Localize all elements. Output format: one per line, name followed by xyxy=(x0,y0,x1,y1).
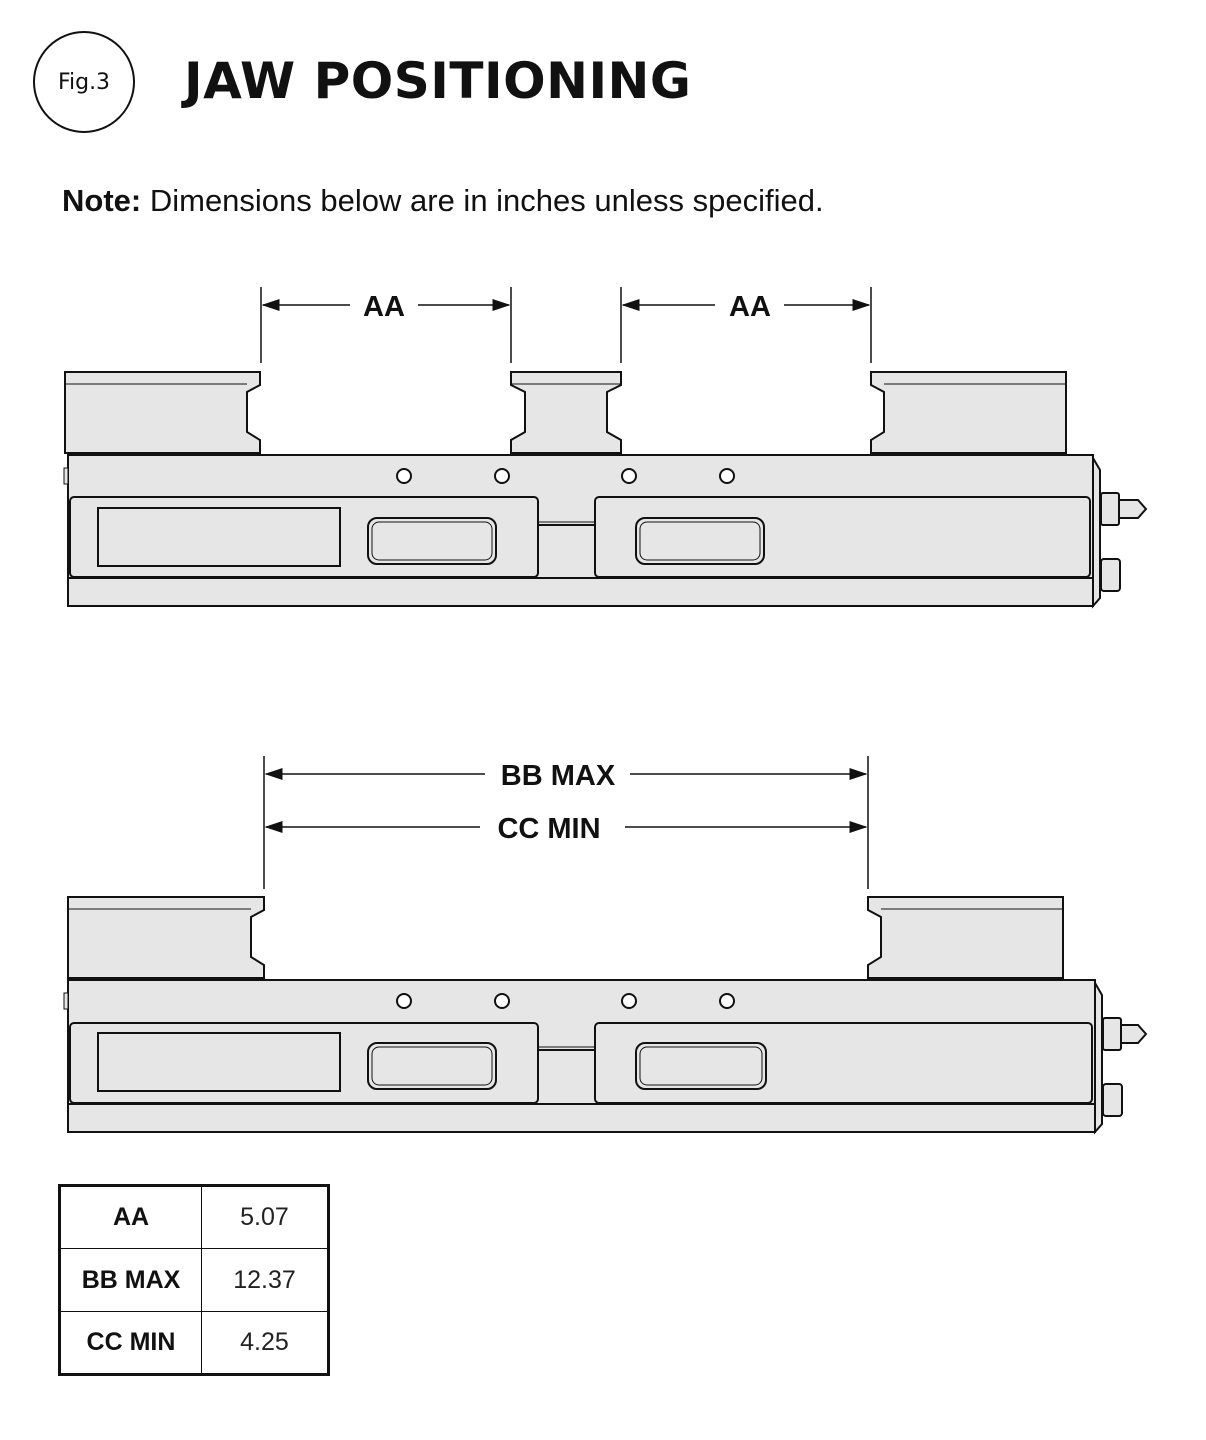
vise-hole xyxy=(719,468,735,484)
vise-end-cap xyxy=(1094,979,1103,1135)
vise-bottom-view xyxy=(63,896,1148,1135)
vise-hole xyxy=(396,993,412,1009)
dimension-name: CC MIN xyxy=(59,1311,202,1375)
dimension-aa-left xyxy=(260,287,512,363)
jaw-left xyxy=(67,896,265,979)
vise-hole xyxy=(621,993,637,1009)
vise-end-cap xyxy=(1092,454,1101,609)
vise-knob xyxy=(1100,558,1121,592)
vise-label-plate xyxy=(97,1032,341,1092)
note-text: Dimensions below are in inches unless sp… xyxy=(149,183,824,218)
dimension-aa-right xyxy=(620,287,872,363)
dimension-table: AA 5.07 BB MAX 12.37 CC MIN 4.25 xyxy=(58,1184,330,1376)
page-title: JAW POSITIONING xyxy=(184,52,692,110)
vise-hole xyxy=(719,993,735,1009)
dimension-label-bb-max: BB MAX xyxy=(501,760,616,792)
figure-badge: Fig.3 xyxy=(33,31,135,133)
vise-hole xyxy=(494,993,510,1009)
dimension-label-cc-min: CC MIN xyxy=(497,813,600,845)
vise-fitting-nut xyxy=(1100,492,1120,526)
dimension-value: 12.37 xyxy=(201,1248,329,1312)
table-row: BB MAX 12.37 xyxy=(59,1248,329,1312)
dimension-value: 5.07 xyxy=(201,1185,329,1249)
dimension-bb-cc xyxy=(263,756,869,889)
jaw-right xyxy=(867,896,1064,979)
vise-fitting-nut xyxy=(1102,1017,1122,1051)
vise-fitting xyxy=(1118,499,1148,519)
jaw-positioning-drawing: AA AA xyxy=(63,287,1148,1135)
vise-top-view xyxy=(63,371,1148,609)
vise-hole xyxy=(396,468,412,484)
jaw-center xyxy=(510,371,622,454)
jaw-right xyxy=(870,371,1067,454)
dimension-name: AA xyxy=(59,1185,202,1249)
dimension-value: 4.25 xyxy=(201,1311,329,1375)
note-label: Note: xyxy=(62,183,142,218)
table-row: CC MIN 4.25 xyxy=(59,1311,329,1375)
table-row: AA 5.07 xyxy=(59,1185,329,1249)
figure-badge-label: Fig.3 xyxy=(57,69,111,95)
vise-knob xyxy=(1102,1083,1123,1117)
dimension-name: BB MAX xyxy=(59,1248,202,1312)
vise-fitting xyxy=(1120,1024,1148,1044)
vise-hole xyxy=(621,468,637,484)
vise-label-plate xyxy=(97,507,341,567)
vise-hole xyxy=(494,468,510,484)
jaw-left xyxy=(64,371,261,454)
dimension-label-aa-left: AA xyxy=(363,291,405,323)
note: Note: Dimensions below are in inches unl… xyxy=(62,183,824,219)
dimension-label-aa-right: AA xyxy=(729,291,771,323)
